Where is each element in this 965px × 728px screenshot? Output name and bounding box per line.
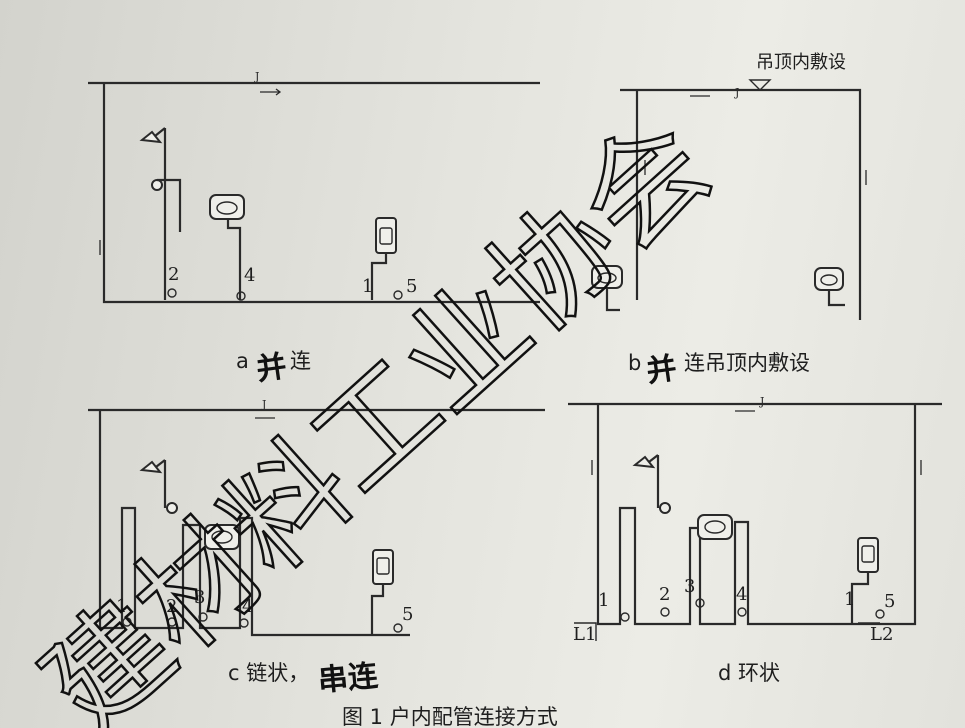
valve-icon (236, 291, 246, 301)
toilet-tank-icon (857, 537, 879, 573)
shower-riser (157, 178, 182, 232)
washbasin-icon (204, 524, 240, 550)
toilet-riser (370, 253, 388, 300)
washbasin-icon (209, 194, 245, 220)
handwritten-strike: 并 (254, 349, 289, 388)
loop-pipe (596, 404, 917, 626)
fixture-number: 2 (166, 596, 177, 617)
caption-a-prefix: a (236, 349, 249, 373)
washbasin-riser (226, 219, 242, 300)
pipe-label-j: J (261, 398, 266, 411)
caption-a-suffix: 连 (290, 349, 311, 373)
washbasin-branch (605, 288, 620, 312)
pipe-label-j: J (759, 395, 764, 408)
washbasin-icon (697, 514, 733, 540)
fixture-number: 5 (884, 591, 895, 612)
toilet-riser (370, 584, 385, 635)
caption-d: d 环状 (718, 661, 780, 685)
fixture-number: 1 (116, 596, 127, 617)
shower-valve-icon (151, 179, 163, 191)
toilet-tank-icon (375, 217, 397, 254)
shower-valve-icon (659, 502, 671, 514)
fixture-number: 5 (406, 276, 417, 297)
shower-head-icon (139, 130, 163, 144)
shower-valve-icon (166, 502, 178, 514)
ceiling-marker-icon (748, 79, 772, 91)
fixture-number: 3 (194, 587, 205, 608)
fixture-number: 5 (402, 604, 413, 625)
washbasin-icon (814, 267, 844, 291)
valve-icon (393, 290, 403, 300)
fixture-number: 3 (684, 576, 695, 597)
pipe-label-j: J (734, 86, 739, 99)
figure-caption: 图 1 户内配管连接方式 (342, 705, 558, 728)
shower-head-icon (632, 455, 656, 469)
fixture-number: 2 (659, 584, 670, 605)
caption-b-prefix: b (628, 351, 641, 375)
toilet-riser (850, 572, 870, 624)
fixture-number: 4 (736, 584, 747, 605)
fixture-number: 4 (242, 596, 253, 617)
fixture-number: 2 (168, 264, 179, 285)
flow-arrow (260, 88, 282, 96)
shower-pipe (149, 127, 167, 300)
diagram-a: J 2 4 1 5 a 并 连 (88, 70, 540, 388)
diagram-d: J 1 2 3 4 1 5 L1 L2 d 环状 (568, 395, 942, 685)
fixture-number: 1 (362, 276, 373, 297)
loop-bracket (574, 622, 880, 641)
loop-label: L2 (870, 624, 893, 645)
handwritten-strike: 并 (644, 351, 679, 390)
handwritten-annotation: 串连 (316, 659, 380, 699)
shower-head-icon (139, 460, 163, 474)
washbasin-branch (827, 290, 845, 307)
diagram-b: 吊顶内敷设 J b 并 连吊顶内敷设 (591, 52, 867, 390)
loop-label: L1 (573, 624, 596, 645)
pipe-label-j: J (254, 70, 259, 83)
caption-c: c 链状， (228, 661, 309, 685)
valve-icon (167, 288, 177, 298)
toilet-tank-icon (372, 549, 394, 585)
ceiling-note: 吊顶内敷设 (756, 52, 846, 73)
fixture-number: 4 (244, 265, 255, 286)
diagram-c: J 1 2 3 4 5 c 链状， 串连 (88, 398, 545, 699)
caption-b-suffix: 连吊顶内敷设 (684, 351, 810, 375)
chain-pipe (98, 410, 410, 637)
fixture-number: 1 (598, 590, 609, 611)
fixture-number: 1 (844, 589, 855, 610)
